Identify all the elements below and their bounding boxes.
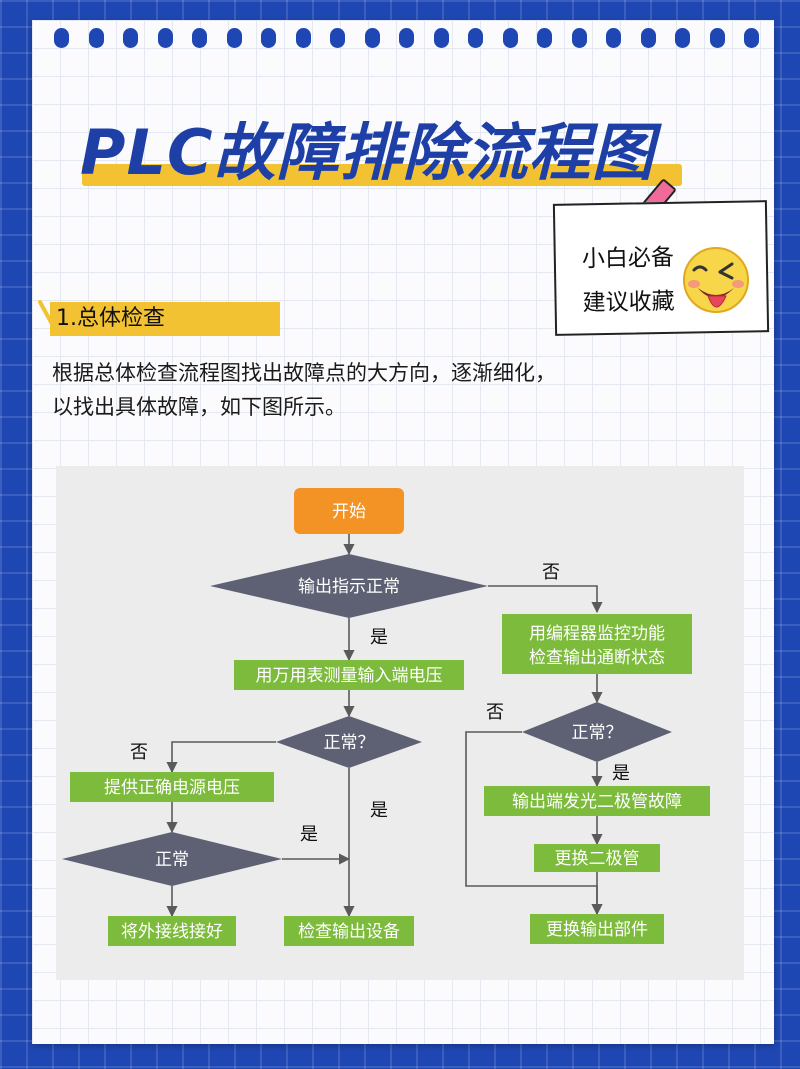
binding-hole (537, 28, 552, 48)
edge-label-yes-4: 是 (612, 763, 630, 784)
replace-diode-label: 更换二极管 (555, 849, 640, 869)
description-line-1: 根据总体检查流程图找出故障点的大方向，逐渐细化， (52, 361, 556, 385)
binding-hole (192, 28, 207, 48)
start-node-label: 开始 (332, 502, 366, 522)
connect-wire-label: 将外接线接好 (121, 922, 223, 942)
edge-label-yes-1: 是 (370, 627, 388, 648)
binding-hole (606, 28, 621, 48)
edge-check1-no (166, 741, 276, 774)
note-line-1: 小白必备 (581, 244, 675, 273)
binding-hole (364, 28, 380, 48)
measure-voltage-node (234, 660, 464, 690)
binding-holes (32, 28, 774, 52)
binding-hole (88, 28, 104, 48)
binding-hole (295, 28, 311, 48)
edge-label-yes-3: 是 (300, 824, 318, 845)
start-node (294, 488, 404, 534)
provide-voltage-label: 提供正确电源电压 (104, 778, 240, 798)
tongue-emoji-icon (683, 247, 749, 313)
check-output-device-node (284, 916, 414, 946)
measure-voltage-label: 用万用表测量输入端电压 (256, 666, 443, 686)
flowchart-panel: 开始 输出指示正常 用万用表测量输入端电压 正常？ 提供正确电源电压 正常 将外… (56, 466, 744, 980)
binding-hole (226, 28, 242, 48)
replace-output-node (530, 914, 664, 944)
decision-output-indicator (210, 554, 488, 618)
note-line-2: 建议收藏 (582, 288, 675, 317)
binding-hole (468, 28, 483, 48)
binding-hole (433, 28, 449, 48)
edge-label-yes-2: 是 (370, 800, 388, 821)
programmer-monitor-label-2: 检查输出通断状态 (529, 648, 665, 668)
replace-output-label: 更换输出部件 (546, 920, 648, 940)
programmer-monitor-label-1: 用编程器监控功能 (529, 624, 665, 644)
programmer-monitor-node (502, 614, 692, 674)
led-fault-node (484, 786, 710, 816)
decision-normal-1-label: 正常？ (324, 733, 375, 753)
binding-hole (54, 28, 69, 48)
decision-output-indicator-label: 输出指示正常 (298, 577, 400, 597)
connect-wire-node (108, 916, 236, 946)
description-line-2: 以找出具体故障，如下图所示。 (52, 395, 346, 419)
binding-hole (123, 28, 138, 48)
binding-hole (502, 28, 518, 48)
binding-hole (157, 28, 173, 48)
binding-hole (640, 28, 656, 48)
check-output-device-label: 检查输出设备 (298, 922, 400, 942)
title-block: PLC故障排除流程图 (80, 108, 720, 198)
led-fault-label: 输出端发光二极管故障 (512, 792, 682, 812)
edge-label-no-1: 否 (542, 562, 560, 583)
title-highlight-bar (82, 164, 682, 186)
binding-hole (744, 28, 759, 48)
decision-normal-2 (62, 832, 282, 886)
decision-normal-3 (522, 702, 672, 762)
binding-hole (399, 28, 414, 48)
binding-hole (261, 28, 276, 48)
replace-diode-node (534, 844, 660, 872)
binding-hole (571, 28, 587, 48)
decision-normal-1 (276, 716, 422, 768)
section-highlight-bar (50, 302, 280, 336)
section-title: 1.总体检查 (56, 306, 165, 331)
edge-label-no-3: 否 (486, 702, 504, 723)
decision-normal-3-label: 正常？ (572, 723, 623, 743)
decision-normal-2-label: 正常 (155, 850, 189, 870)
edge-check3-no (465, 731, 603, 916)
edge-label-no-2: 否 (130, 742, 148, 763)
provide-voltage-node (70, 772, 274, 802)
edge-indicator-no (488, 585, 603, 614)
page-title: PLC故障排除流程图 (80, 116, 655, 189)
flowchart: 开始 输出指示正常 用万用表测量输入端电压 正常？ 提供正确电源电压 正常 将外… (62, 488, 710, 946)
binding-hole (675, 28, 690, 48)
binding-hole (330, 28, 345, 48)
binding-hole (709, 28, 725, 48)
description-text: 根据总体检查流程图找出故障点的大方向，逐渐细化， 以找出具体故障，如下图所示。 (52, 356, 752, 424)
